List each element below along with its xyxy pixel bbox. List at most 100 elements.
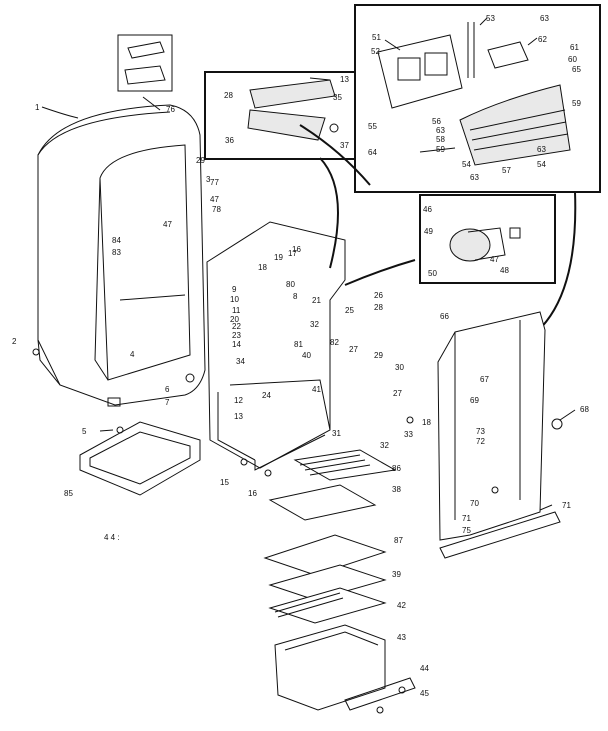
part-label-66: 66 — [440, 312, 449, 321]
part-label-48: 48 — [500, 266, 509, 275]
part-label-56: 56 — [432, 117, 441, 126]
part-label-28: 28 — [374, 303, 383, 312]
part-label-52: 52 — [371, 47, 380, 56]
fastener-marks — [32, 348, 499, 714]
part-label-40: 40 — [302, 351, 311, 360]
part-label-77: 77 — [210, 178, 219, 187]
part-label-13: 13 — [234, 412, 243, 421]
part-label-54: 54 — [462, 160, 471, 169]
part-label-84: 84 — [112, 236, 121, 245]
part-label-32: 32 — [380, 441, 389, 450]
part-label-81: 81 — [294, 340, 303, 349]
part-label-37: 37 — [340, 141, 349, 150]
part-label-22: 22 — [232, 322, 241, 331]
part-label-68: 68 — [580, 405, 589, 414]
part-label-14: 14 — [232, 340, 241, 349]
part-label-50: 50 — [428, 269, 437, 278]
part-label-4: 4 — [130, 350, 135, 359]
part-label-35: 35 — [333, 93, 342, 102]
part-label-10: 10 — [230, 295, 239, 304]
part-label-28b: 28 — [224, 91, 233, 100]
part-label-34: 34 — [236, 357, 245, 366]
part-label-59b: 59 — [572, 99, 581, 108]
part-label-61: 61 — [570, 43, 579, 52]
part-label-24: 24 — [262, 391, 271, 400]
leader-lines — [41, 17, 576, 511]
part-label-26: 26 — [374, 291, 383, 300]
part-label-27b: 27 — [393, 389, 402, 398]
part-label-46: 46 — [423, 205, 432, 214]
part-label-49: 49 — [424, 227, 433, 236]
inset-top-center — [204, 71, 356, 160]
part-label-75: 75 — [462, 526, 471, 535]
part-label-1: 1 — [35, 103, 40, 112]
stray-text: 4 4 : — [104, 533, 120, 542]
part-label-63: 63 — [540, 14, 549, 23]
part-label-87: 87 — [394, 536, 403, 545]
part-label-47: 47 — [490, 255, 499, 264]
part-label-47b: 47 — [210, 195, 219, 204]
part-label-16b: 16 — [292, 245, 301, 254]
part-label-25: 25 — [345, 306, 354, 315]
part-label-70: 70 — [470, 499, 479, 508]
part-label-12: 12 — [234, 396, 243, 405]
part-label-78: 78 — [212, 205, 221, 214]
part-label-57: 57 — [502, 166, 511, 175]
part-label-2: 2 — [12, 337, 17, 346]
part-label-36: 36 — [225, 136, 234, 145]
part-label-31: 31 — [332, 429, 341, 438]
part-label-39: 39 — [392, 570, 401, 579]
part-label-85: 85 — [64, 489, 73, 498]
part-label-86: 86 — [392, 464, 401, 473]
part-label-5: 5 — [82, 427, 87, 436]
part-label-55: 55 — [368, 122, 377, 131]
part-label-59: 59 — [436, 145, 445, 154]
part-label-18: 18 — [258, 263, 267, 272]
drip-tray — [79, 421, 201, 496]
liner-frame — [206, 221, 346, 471]
part-label-7: 7 — [165, 398, 170, 407]
part-label-76: 76 — [166, 105, 175, 114]
part-label-30: 30 — [395, 363, 404, 372]
part-label-11: 11 — [232, 306, 241, 315]
part-label-29b: 29 — [196, 156, 205, 165]
shelves-stack — [263, 449, 416, 711]
part-label-54b: 54 — [537, 160, 546, 169]
part-label-47c: 47 — [163, 220, 172, 229]
part-label-3: 3 — [206, 175, 211, 184]
part-label-53: 53 — [486, 14, 495, 23]
part-label-65: 65 — [572, 65, 581, 74]
part-label-8: 8 — [293, 292, 298, 301]
part-label-16: 16 — [248, 489, 257, 498]
part-label-6: 6 — [165, 385, 170, 394]
part-label-18b: 18 — [422, 418, 431, 427]
accessory-tray — [117, 34, 173, 92]
cabinet-shell — [37, 104, 206, 407]
part-label-17: 17 — [288, 249, 297, 258]
part-label-51: 51 — [372, 33, 381, 42]
part-label-19: 19 — [274, 253, 283, 262]
part-label-71b: 71 — [562, 501, 571, 510]
part-label-23: 23 — [232, 331, 241, 340]
part-label-69: 69 — [470, 396, 479, 405]
part-label-63d: 63 — [470, 173, 479, 182]
part-label-44: 44 — [420, 664, 429, 673]
part-label-33: 33 — [404, 430, 413, 439]
part-label-82: 82 — [330, 338, 339, 347]
part-label-73: 73 — [476, 427, 485, 436]
part-label-64: 64 — [368, 148, 377, 157]
part-label-63c: 63 — [537, 145, 546, 154]
part-labels: 1 2 3 4 5 6 7 8 9 10 11 12 13 13 14 15 1… — [12, 14, 589, 698]
part-label-63b: 63 — [436, 126, 445, 135]
part-label-72: 72 — [476, 437, 485, 446]
part-label-67: 67 — [480, 375, 489, 384]
part-label-29: 29 — [374, 351, 383, 360]
part-label-71: 71 — [462, 514, 471, 523]
inset-top-right — [354, 4, 601, 193]
part-label-15: 15 — [220, 478, 229, 487]
part-label-32b: 32 — [310, 320, 319, 329]
part-label-58: 58 — [436, 135, 445, 144]
part-label-43: 43 — [397, 633, 406, 642]
part-label-45: 45 — [420, 689, 429, 698]
